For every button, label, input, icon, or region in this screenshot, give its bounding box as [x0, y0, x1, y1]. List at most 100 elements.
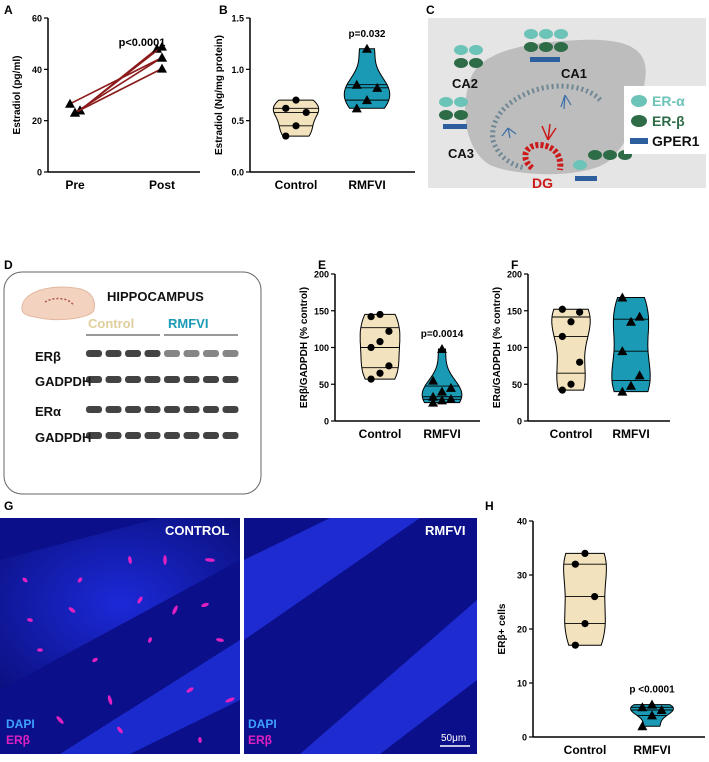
scale-bar-label: 50μm — [441, 733, 466, 744]
data-point — [647, 710, 657, 720]
blot-band — [183, 406, 200, 413]
blot-band — [105, 406, 122, 413]
y-tick-label: 0 — [37, 168, 42, 178]
er-beta-cell — [107, 695, 113, 705]
y-tick-label: 150 — [507, 306, 522, 316]
blot-band — [86, 376, 102, 383]
blot-band — [222, 350, 239, 357]
data-point — [445, 382, 456, 392]
blot-band — [164, 350, 180, 357]
blot-band — [105, 350, 122, 357]
y-tick-label: 200 — [507, 270, 522, 280]
er-beta-cell — [68, 607, 76, 613]
blot-band — [86, 432, 102, 439]
p-value-annotation: p <0.0001 — [629, 685, 675, 696]
data-point — [372, 82, 383, 92]
data-point — [558, 332, 566, 341]
data-point — [282, 104, 290, 112]
data-point — [376, 310, 384, 319]
region-label-ca3: CA3 — [448, 146, 474, 161]
data-point — [351, 79, 362, 89]
brain-hippocampus-icon — [44, 297, 75, 307]
blot-band — [203, 376, 219, 383]
granule-layer-rmfvi-2 — [300, 600, 477, 754]
data-point — [437, 386, 447, 396]
data-point — [367, 343, 375, 352]
gper1-swatch — [630, 138, 648, 144]
er-beta-cell — [148, 637, 152, 643]
er-beta-cell — [137, 596, 143, 604]
data-point — [591, 593, 599, 601]
data-point — [445, 393, 456, 403]
data-point — [558, 386, 566, 394]
er-beta-cell — [186, 687, 194, 693]
blot-band — [125, 376, 141, 383]
blot-band — [164, 406, 180, 413]
granule-layer-control-2 — [60, 640, 240, 754]
y-tick-label: 60 — [32, 14, 42, 24]
data-point — [376, 338, 384, 346]
data-point — [302, 108, 310, 117]
er-beta-swatch — [631, 115, 647, 127]
x-tick-label: Control — [564, 743, 607, 757]
violin-control — [551, 308, 591, 391]
x-tick-label: Control — [275, 178, 318, 192]
data-point — [351, 103, 362, 113]
blot-band — [144, 350, 161, 357]
y-tick-label: 50 — [512, 380, 522, 390]
data-point — [157, 41, 167, 51]
data-point — [617, 346, 628, 356]
y-tick-label: 20 — [517, 625, 527, 635]
y-tick-label: 40 — [517, 517, 527, 527]
data-point — [428, 397, 439, 407]
er-beta-cell — [117, 726, 123, 734]
data-point — [385, 362, 393, 370]
blot-row-label-era: ERα — [35, 404, 61, 419]
data-point — [567, 380, 575, 388]
data-point — [576, 358, 584, 366]
blot-row-label-erb: ERβ — [35, 349, 61, 364]
y-tick-label: 10 — [517, 679, 527, 689]
blot-title: HIPPOCAMPUS — [107, 289, 204, 304]
blot-band — [164, 432, 180, 439]
region-label-dg: DG — [532, 175, 553, 191]
blot-band — [86, 350, 102, 357]
legend-label-gper1: GPER1 — [652, 133, 700, 149]
er-beta-cell — [163, 555, 167, 565]
data-point — [571, 560, 579, 568]
x-tick-label: Pre — [65, 178, 85, 192]
er-beta-cell — [172, 605, 178, 615]
data-point — [617, 386, 628, 396]
y-tick-label: 0 — [517, 417, 522, 427]
data-point — [626, 380, 636, 390]
blot-band — [105, 376, 122, 383]
x-tick-label: RMFVI — [423, 427, 460, 441]
panel-label-f: F — [511, 258, 518, 272]
blot-band — [203, 350, 219, 357]
dg-arc — [522, 141, 564, 171]
er-beta-cell — [22, 577, 28, 583]
blot-row-label-gadpdh-2: GADPDH — [35, 430, 91, 445]
y-tick-label: 100 — [507, 343, 522, 353]
er-beta-cell — [128, 556, 132, 564]
western-blot-panel: HIPPOCAMPUS Control RMFVI ERβ GADPDH ERα… — [3, 271, 262, 495]
er-beta-cell — [27, 618, 33, 622]
er-beta-cell — [201, 602, 209, 608]
x-tick-label: Control — [550, 427, 593, 441]
data-point — [292, 122, 300, 130]
blot-band — [203, 432, 219, 439]
ca-arc — [490, 83, 602, 171]
data-point — [581, 620, 589, 628]
region-label-ca2: CA2 — [452, 76, 478, 91]
y-tick-label: 30 — [517, 571, 527, 581]
blot-band — [105, 432, 122, 439]
data-point — [656, 705, 667, 714]
stain-label-dapi-left: DAPI — [6, 717, 35, 731]
panel-label-c: C — [426, 3, 435, 17]
blot-band — [222, 406, 239, 413]
er-beta-cells — [22, 555, 235, 743]
brain-icon — [21, 286, 95, 321]
y-tick-label: 1.0 — [231, 65, 244, 75]
